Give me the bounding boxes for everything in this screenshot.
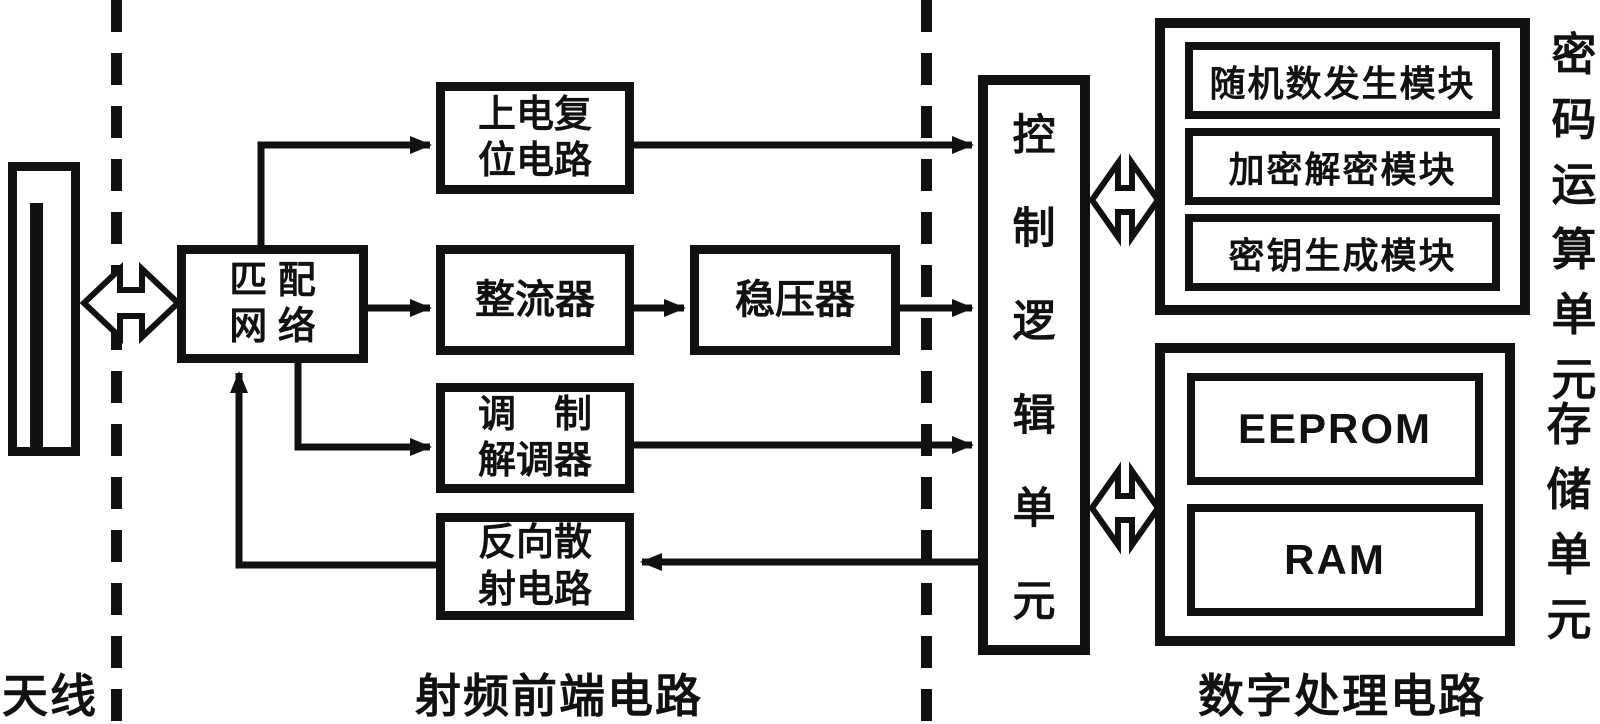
line-matching-to-modulator [294, 363, 432, 456]
digital-processing-label: 数字处理电路 [1198, 670, 1486, 722]
rectifier-box: 整流器 [436, 245, 634, 355]
antenna-matching-bidirectional-arrow-icon [79, 262, 183, 344]
memory-unit-box: EEPROM RAM [1155, 343, 1515, 646]
matching-network-line1: 匹 配 [229, 259, 316, 302]
power-on-reset-line2: 位电路 [477, 140, 592, 182]
boundary-dashed-line-right [921, 0, 932, 724]
modulator-box: 调 制 解调器 [436, 383, 634, 493]
crypto-unit-box: 随机数发生模块 加密解密模块 密钥生成模块 [1155, 18, 1530, 315]
encrypt-decrypt-module-box: 加密解密模块 [1185, 128, 1500, 205]
rectifier-label: 整流器 [475, 277, 595, 322]
antenna-symbol [8, 162, 80, 456]
ram-box: RAM [1187, 504, 1483, 616]
power-on-reset-line1: 上电复 [477, 93, 592, 136]
backscatter-line2: 射电路 [477, 568, 592, 611]
regulator-box: 稳压器 [690, 245, 900, 355]
modulator-line2: 解调器 [477, 440, 592, 482]
power-on-reset-box: 上电复 位电路 [436, 82, 634, 194]
backscatter-box: 反向散 射电路 [436, 513, 634, 620]
control-logic-box: 控制逻辑单元 [978, 75, 1090, 655]
rf-frontend-label: 射频前端电路 [415, 670, 703, 722]
logic-crypto-bidirectional-arrow-icon [1088, 153, 1162, 247]
backscatter-line1: 反向散 [477, 522, 592, 565]
antenna-label: 天线 [2, 670, 98, 722]
line-backscatter-to-matching [230, 371, 436, 569]
matching-network-box: 匹 配 网 络 [177, 245, 368, 363]
eeprom-box: EEPROM [1187, 373, 1483, 485]
crypto-unit-label: 密码运算单元 [1551, 29, 1597, 405]
memory-unit-label: 存储单元 [1546, 399, 1592, 645]
antenna-feed-bar [30, 203, 43, 453]
boundary-dashed-line-left [111, 0, 122, 724]
regulator-label: 稳压器 [735, 277, 855, 322]
logic-memory-bidirectional-arrow-icon [1088, 461, 1162, 555]
matching-network-line2: 网 络 [229, 306, 316, 348]
modulator-line1: 调 制 [477, 393, 592, 436]
random-number-module-box: 随机数发生模块 [1185, 42, 1500, 119]
line-matching-to-por [257, 136, 432, 245]
key-generation-module-box: 密钥生成模块 [1185, 214, 1500, 291]
